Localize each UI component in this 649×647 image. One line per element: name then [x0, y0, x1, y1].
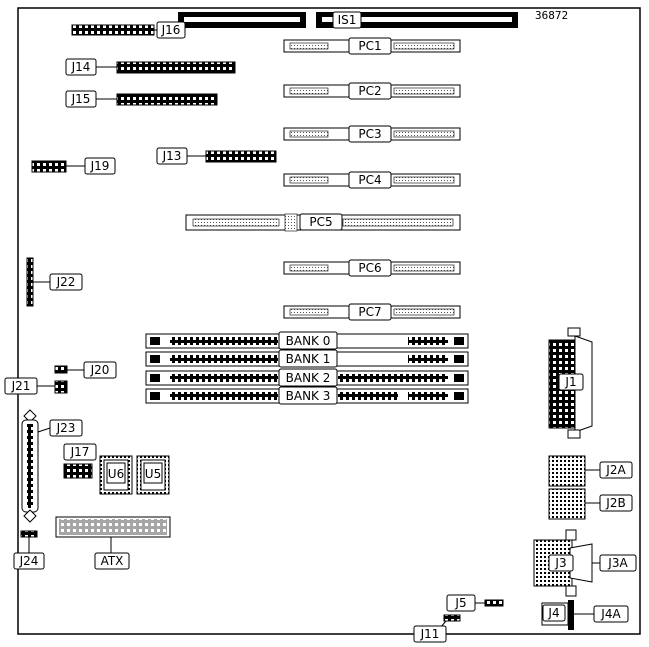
connector-j1: J1	[548, 327, 593, 439]
connector-j2a: J2A	[548, 455, 633, 487]
header-j15: J15	[65, 90, 218, 108]
label-pc4: PC4	[358, 173, 381, 187]
header-j19: J19	[31, 157, 116, 175]
label-j20: J20	[90, 363, 110, 377]
label-pc6: PC6	[358, 261, 381, 275]
label-j17: J17	[70, 445, 90, 459]
figure-number: 36872	[535, 9, 568, 22]
isa-slot-is1: IS1	[316, 11, 518, 29]
header-j17: J17	[63, 443, 97, 479]
jumper-j21: J21	[4, 377, 68, 395]
memory-bank-2: BANK 2	[145, 368, 469, 387]
pci-slot-pc6: PC6	[283, 259, 461, 277]
memory-bank-1: BANK 1	[145, 349, 469, 368]
pci-slot-pc7: PC7	[283, 303, 461, 321]
label-pc2: PC2	[358, 84, 381, 98]
label-j4a: J4A	[600, 607, 621, 621]
label-j2b: J2B	[605, 496, 625, 510]
jumper-j11: J11	[413, 614, 461, 643]
jumper-j24: J24	[13, 530, 45, 570]
label-j16: J16	[161, 23, 181, 37]
label-j23: J23	[56, 421, 76, 435]
jumper-j5: J5	[446, 594, 504, 612]
jumper-j20: J20	[54, 361, 117, 379]
header-j13: J13	[156, 147, 277, 165]
connector-j4: J4 J4A	[541, 600, 629, 630]
label-pc3: PC3	[358, 127, 381, 141]
memory-bank-3: BANK 3	[145, 386, 469, 405]
label-j4: J4	[547, 606, 559, 620]
label-j1: J1	[564, 375, 576, 389]
label-bank-1: BANK 1	[286, 352, 331, 366]
label-pc1: PC1	[358, 39, 381, 53]
connector-atx: ATX	[55, 516, 171, 570]
label-bank-2: BANK 2	[286, 371, 331, 385]
label-j24: J24	[19, 554, 39, 568]
pci-slot-pc1: PC1	[283, 37, 461, 55]
header-j16: J16	[71, 21, 186, 39]
pci-slot-pc3: PC3	[283, 125, 461, 143]
label-j3a: J3A	[607, 556, 628, 570]
label-bank-0: BANK 0	[286, 334, 331, 348]
isa-slot-left	[178, 12, 306, 28]
header-j22: J22	[26, 257, 83, 307]
connector-j23: J23	[21, 409, 83, 523]
label-j21: J21	[11, 379, 31, 393]
memory-bank-0: BANK 0	[145, 331, 469, 350]
label-j19: J19	[90, 159, 110, 173]
label-j14: J14	[71, 60, 91, 74]
label-is1: IS1	[338, 13, 357, 27]
pci-slot-pc5: PC5	[185, 213, 461, 232]
label-j2a: J2A	[605, 463, 626, 477]
label-u6: U6	[108, 467, 124, 481]
header-j14: J14	[65, 58, 236, 76]
label-bank-3: BANK 3	[286, 389, 331, 403]
label-j5: J5	[454, 596, 466, 610]
label-j13: J13	[162, 149, 182, 163]
label-atx: ATX	[101, 554, 124, 568]
label-j15: J15	[71, 92, 91, 106]
label-j22: J22	[56, 275, 76, 289]
pci-slot-pc2: PC2	[283, 82, 461, 100]
connector-j2b: J2B	[548, 488, 633, 520]
label-j3: J3	[554, 556, 566, 570]
chip-u6: U6	[99, 455, 133, 495]
chip-u5: U5	[136, 455, 170, 495]
pci-slot-pc4: PC4	[283, 171, 461, 189]
connector-j3: J3 J3A	[533, 529, 637, 597]
label-pc5: PC5	[309, 215, 332, 229]
label-pc7: PC7	[358, 305, 381, 319]
label-j11: J11	[420, 627, 440, 641]
label-u5: U5	[145, 467, 161, 481]
